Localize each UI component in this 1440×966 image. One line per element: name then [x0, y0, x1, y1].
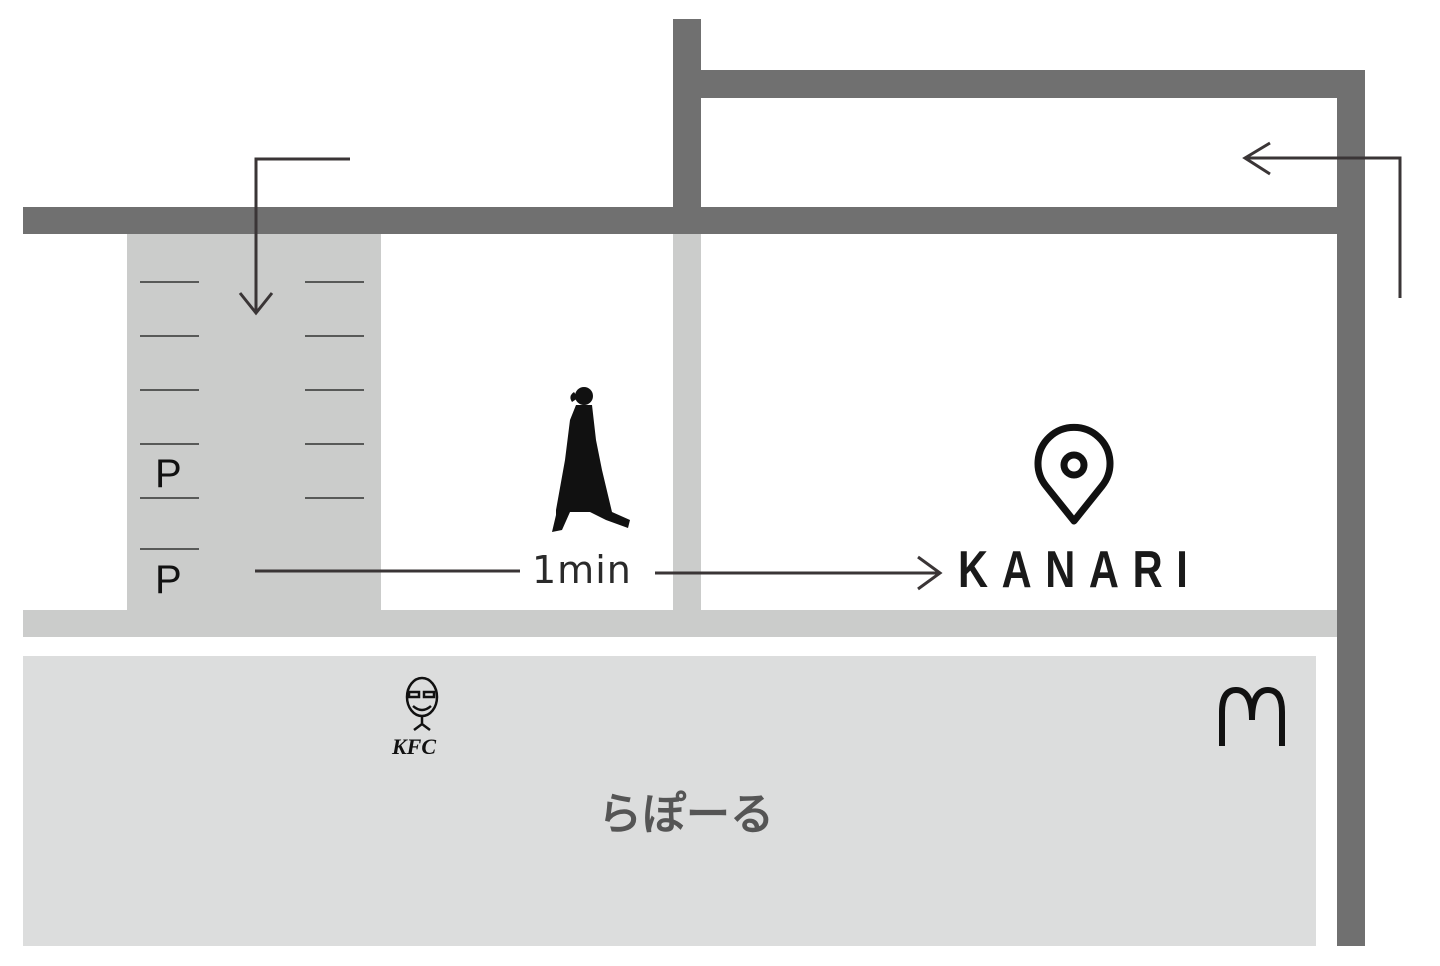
mall-building — [23, 656, 1316, 946]
parking-sign: P — [155, 452, 182, 496]
kfc-logo-icon — [405, 676, 439, 731]
location-pin-icon — [1034, 423, 1114, 525]
arrow-from-right-icon — [1242, 141, 1402, 298]
destination-kanari-label[interactable]: KANARI — [958, 541, 1202, 599]
road-vertical-right — [1337, 70, 1365, 946]
mcdonalds-logo-icon — [1219, 686, 1285, 746]
road-top — [701, 70, 1365, 98]
walk-route-arrow — [255, 555, 943, 591]
sidewalk-road — [23, 610, 1337, 637]
road-vertical-center — [673, 19, 701, 234]
walking-person-icon — [552, 387, 630, 532]
parking-sign: P — [155, 558, 182, 602]
arrow-into-parking-icon — [238, 157, 350, 316]
kfc-label: KFC — [392, 734, 437, 759]
walk-time-label: 1min — [532, 548, 632, 592]
parking-lot — [127, 234, 381, 610]
mall-name-label: らぽーる — [598, 789, 774, 840]
side-alley — [673, 234, 701, 610]
parking-stall-lines — [140, 281, 364, 550]
